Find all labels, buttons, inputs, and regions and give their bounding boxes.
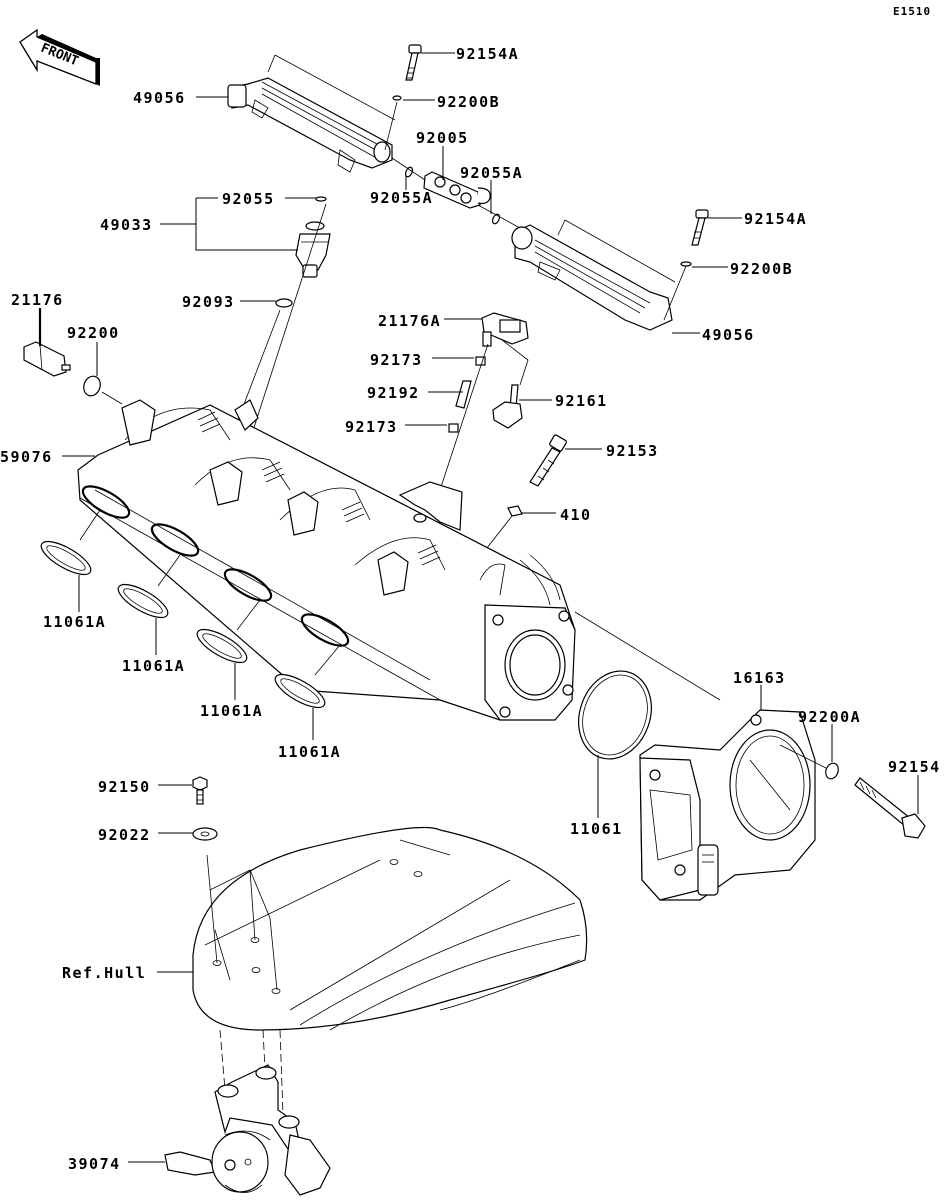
ref-hull-label: Ref.Hull <box>62 964 146 982</box>
bolt-92154 <box>854 777 926 839</box>
part-label-92154: 92154 <box>888 758 941 776</box>
part-label-39074: 39074 <box>68 1155 121 1173</box>
part-label-92055: 92055 <box>222 190 275 208</box>
part-label-92150: 92150 <box>98 778 151 796</box>
part-label-11061A-4: 11061A <box>278 743 341 761</box>
gasket-11061A-3 <box>196 628 248 664</box>
part-label-11061: 11061 <box>570 820 623 838</box>
clamp-92173-lower <box>448 423 459 433</box>
fuel-joint-92005 <box>423 171 491 209</box>
front-arrow-icon: FRONT <box>19 28 100 86</box>
fitting-92161 <box>492 384 523 429</box>
washer-92200B-right <box>680 261 692 267</box>
part-label-59076: 59076 <box>0 448 53 466</box>
sensor-21176 <box>23 341 71 377</box>
gasket-11061A-4 <box>274 673 326 709</box>
gasket-11061A-1 <box>40 540 92 576</box>
part-label-92154A: 92154A <box>456 45 519 63</box>
hose-92192 <box>455 380 472 409</box>
washer-92200A <box>825 762 839 780</box>
washer-92022 <box>192 827 218 841</box>
part-label-11061A-1: 11061A <box>43 613 106 631</box>
seal-92093 <box>275 298 293 308</box>
part-label-16163: 16163 <box>733 669 786 687</box>
part-label-49056: 49056 <box>133 89 186 107</box>
part-label-92093: 92093 <box>182 293 235 311</box>
gasket-11061 <box>578 670 652 760</box>
part-label-92022: 92022 <box>98 826 151 844</box>
part-label-92055A-left: 92055A <box>370 189 433 207</box>
part-label-92200A: 92200A <box>798 708 861 726</box>
bolt-92154A-upper <box>405 44 422 81</box>
part-label-92200B: 92200B <box>437 93 500 111</box>
part-label-410: 410 <box>560 506 592 524</box>
part-label-49056-right: 49056 <box>702 326 755 344</box>
part-label-92173-lower: 92173 <box>345 418 398 436</box>
o-ring-92055A-right <box>491 213 501 225</box>
diagram-id: E1510 <box>893 5 931 18</box>
fuel-rail-left <box>227 54 396 173</box>
sensor-21176A <box>481 312 529 347</box>
clamp-92173-upper <box>475 356 486 366</box>
bolt-92154A-right <box>691 209 709 246</box>
part-label-21176: 21176 <box>11 291 64 309</box>
clip-410 <box>507 505 523 517</box>
part-label-92005: 92005 <box>416 129 469 147</box>
fuel-injector-49033 <box>295 221 331 278</box>
fuel-rail-right <box>511 219 676 331</box>
hull-reference <box>192 826 588 1031</box>
part-label-92154A-right: 92154A <box>744 210 807 228</box>
gasket-11061A-2 <box>117 583 169 619</box>
part-label-92055A-right: 92055A <box>460 164 523 182</box>
part-label-92192: 92192 <box>367 384 420 402</box>
part-label-92200B-right: 92200B <box>730 260 793 278</box>
bolt-92150 <box>192 776 208 805</box>
part-label-92161: 92161 <box>555 392 608 410</box>
sensor-assembly-39074 <box>164 1064 331 1196</box>
part-label-92153: 92153 <box>606 442 659 460</box>
part-label-92173-upper: 92173 <box>370 351 423 369</box>
washer-92200 <box>83 375 101 397</box>
intake-manifold-59076 <box>77 399 576 721</box>
part-label-92200: 92200 <box>67 324 120 342</box>
o-ring-92055A-left <box>404 166 414 178</box>
part-label-21176A: 21176A <box>378 312 441 330</box>
part-label-11061A-3: 11061A <box>200 702 263 720</box>
throttle-body-16163 <box>639 709 816 901</box>
bolt-92153 <box>529 434 567 487</box>
part-label-49033: 49033 <box>100 216 153 234</box>
part-label-11061A-2: 11061A <box>122 657 185 675</box>
o-ring-92055 <box>315 196 327 202</box>
washer-92200B-upper <box>392 95 402 101</box>
